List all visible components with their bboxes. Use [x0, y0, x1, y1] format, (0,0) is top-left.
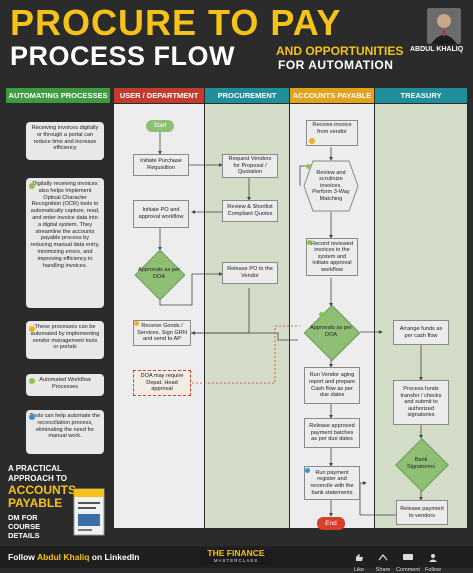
box-release-po: Release PO to the Vendor — [222, 262, 278, 284]
promo-line-1: A PRACTICAL — [8, 464, 62, 473]
text-ap-approvals: Approvals as per DOA — [310, 325, 352, 338]
share-button[interactable]: Share — [374, 549, 392, 573]
subtitle-line-1: AND OPPORTUNITIES — [276, 44, 404, 58]
text-bank-signatories: Bank Signatories — [407, 457, 435, 470]
comment-icon — [403, 554, 413, 560]
box-record-invoices: Record reviewed invoices in the system a… — [306, 238, 358, 276]
follow-icon — [429, 554, 437, 562]
box-initiate-pr: Initiate Purchase Requisition — [133, 154, 189, 176]
follow-suffix: on LinkedIn — [91, 552, 140, 562]
green-dot-icon — [307, 240, 312, 245]
col-header-user-dept: USER / DEPARTMENT — [114, 88, 204, 103]
box-receive-goods: Receive Goods / Services. Sign GRN and s… — [133, 320, 191, 346]
note-vendor-management: These processes can be automated by impl… — [26, 321, 104, 359]
col-header-automating: AUTOMATING PROCESSES — [6, 88, 110, 103]
book-cover-image — [72, 488, 106, 536]
hexagon-review-invoices — [303, 160, 359, 212]
promo-line-6: COURSE — [8, 522, 41, 531]
box-doa-note: DOA may require Depat. Head approval — [133, 370, 191, 396]
author-name: ABDUL KHALIQ — [410, 46, 464, 53]
box-release-batches: Release approved payment batches as per … — [304, 418, 360, 448]
author-avatar — [427, 8, 461, 44]
green-dot-icon — [306, 164, 311, 169]
follow-button[interactable]: Follow — [424, 549, 442, 573]
promo-line-2: APPROACH TO — [8, 474, 67, 483]
note-digital-invoices: Receiving invoices digitally or through … — [26, 122, 104, 160]
thumbs-up-icon — [356, 554, 363, 561]
comment-button[interactable]: Comment — [395, 549, 421, 573]
title-line-2: PROCESS FLOW — [10, 41, 236, 71]
box-initiate-po: Initiate PO and approval workflow — [133, 200, 189, 228]
box-process-funds: Process funds transfer / checks and subm… — [393, 380, 449, 425]
yellow-dot-icon — [309, 138, 315, 144]
header — [0, 0, 473, 86]
box-run-aging: Run Vendor aging report and prepare Cash… — [304, 367, 360, 404]
blue-dot-icon — [29, 414, 35, 420]
promo-line-5: DM FOR — [8, 513, 38, 522]
blue-dot-icon — [305, 468, 310, 473]
text-user-approvals: Approvals as per DOA — [138, 267, 180, 280]
subtitle-line-2: FOR AUTOMATION — [278, 58, 394, 72]
brand-sub: MASTERCLASS — [213, 558, 259, 563]
text-review-invoices: Review and scrutinize invoices. Perform … — [312, 169, 350, 202]
green-dot-icon — [319, 312, 324, 317]
col-header-treasury: TREASURY — [375, 88, 467, 103]
box-receive-invoice: Receive invoice from vendor — [306, 120, 358, 146]
col-header-procurement: PROCUREMENT — [205, 88, 289, 103]
like-button[interactable]: Like — [352, 549, 366, 573]
promo-line-3: ACCOUNTS — [8, 483, 76, 497]
follow-prefix: Follow — [8, 552, 35, 562]
note-workflow: Automated Workflow Processes — [26, 374, 104, 396]
follow-line: Follow Abdul Khaliq on LinkedIn — [8, 552, 139, 562]
end-node: End — [317, 517, 345, 530]
brand-main: THE FINANCE — [207, 548, 265, 558]
box-release-payment: Release payment to vendors — [396, 500, 448, 525]
brand-logo: THE FINANCE MASTERCLASS — [200, 549, 272, 565]
box-request-vendors: Request Vendors for Proposal / Quotation — [222, 154, 278, 178]
green-dot-icon — [29, 183, 35, 189]
share-icon — [378, 554, 388, 561]
yellow-dot-icon — [29, 326, 35, 332]
col-header-accounts-payable: ACCOUNTS PAYABLE — [290, 88, 374, 103]
green-dot-icon — [29, 378, 35, 384]
box-run-payment: Run payment register and reconcile with … — [304, 466, 360, 500]
follow-name-link[interactable]: Abdul Khaliq — [36, 552, 90, 562]
title-line-1: PROCURE TO PAY — [10, 2, 342, 43]
box-arrange-funds: Arrange funds as per cash flow — [393, 320, 449, 345]
box-review-shortlist: Review & Shortlist Compliant Quotes — [222, 200, 278, 222]
yellow-dot-icon — [134, 321, 139, 326]
promo-line-4: PAYABLE — [8, 496, 63, 510]
promo-line-7: DETAILS — [8, 531, 40, 540]
start-node: Start — [146, 120, 174, 132]
note-reconciliation: Tools can help automate the reconciliati… — [26, 410, 104, 454]
note-ocr: Digitally receiving invoices also helps … — [26, 178, 104, 308]
